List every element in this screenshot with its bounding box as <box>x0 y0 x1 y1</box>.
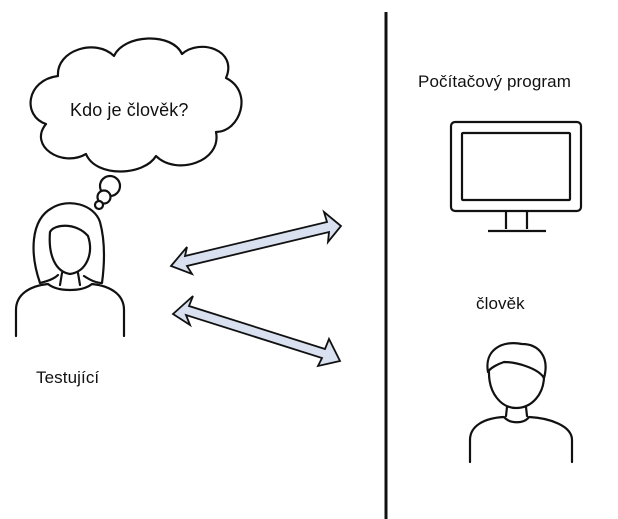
tester-label: Testující <box>36 368 100 387</box>
arrow-upper <box>169 209 343 276</box>
woman-icon <box>14 202 126 338</box>
man-icon <box>468 342 574 464</box>
thought-cloud-icon <box>29 37 243 211</box>
thought-text: Kdo je člověk? <box>70 100 189 120</box>
monitor-icon <box>449 120 583 233</box>
human-label: člověk <box>476 294 525 313</box>
arrow-lower <box>171 295 342 368</box>
double-arrow-icon <box>169 209 343 368</box>
computer-program-label: Počítačový program <box>418 72 571 91</box>
